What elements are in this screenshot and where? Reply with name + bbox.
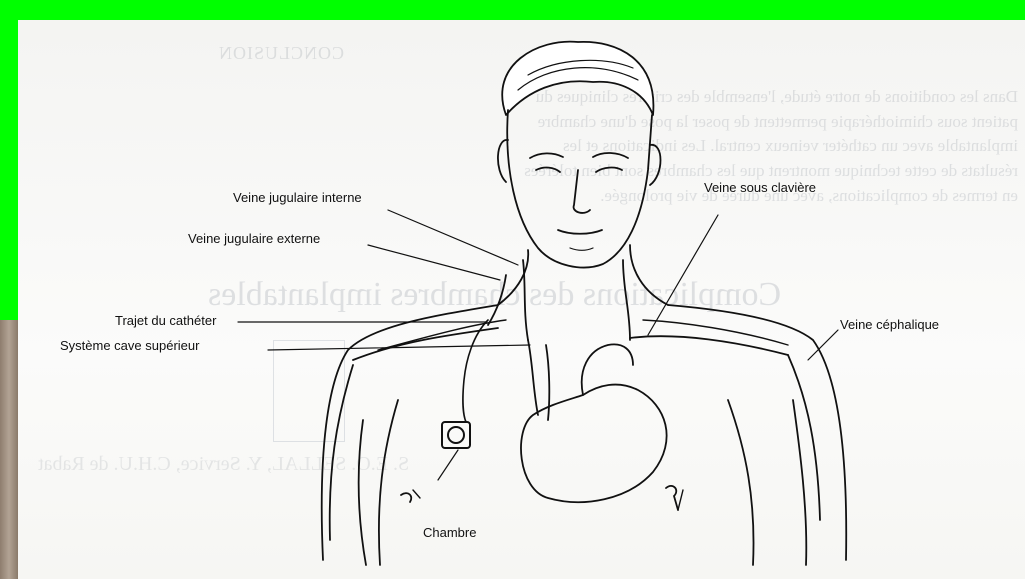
right-inner-arm bbox=[793, 400, 806, 565]
anatomy-diagram bbox=[18, 20, 1025, 579]
head-hair bbox=[502, 42, 653, 115]
left-torso bbox=[379, 400, 398, 565]
wood-texture-strip bbox=[0, 320, 18, 579]
catheter-path bbox=[463, 320, 488, 422]
scanned-page: CONCLUSION Dans les conditions de notre … bbox=[18, 20, 1025, 579]
neck-right bbox=[630, 245, 668, 305]
right-brow bbox=[593, 153, 628, 158]
chin-crease bbox=[570, 248, 593, 250]
left-brow bbox=[530, 153, 563, 158]
mouth bbox=[558, 230, 602, 234]
right-torso bbox=[728, 400, 754, 565]
right-jugular-vein bbox=[623, 260, 630, 340]
left-nipple bbox=[401, 493, 411, 502]
superior-vena-cava bbox=[528, 340, 538, 415]
port-chamber-inner bbox=[448, 427, 464, 443]
cephalic-vein-left bbox=[330, 365, 353, 540]
left-ear bbox=[498, 140, 508, 182]
leader-sous-claviere bbox=[648, 215, 718, 335]
right-ear bbox=[650, 145, 661, 185]
label-veine-jugulaire-interne: Veine jugulaire interne bbox=[233, 190, 362, 205]
right-nipple bbox=[666, 486, 678, 510]
face-outline bbox=[507, 110, 652, 267]
chamber-marks bbox=[413, 490, 683, 510]
aorta bbox=[582, 344, 633, 395]
left-inner-arm bbox=[359, 420, 366, 565]
label-veine-cephalique: Veine céphalique bbox=[840, 317, 939, 332]
nose bbox=[574, 170, 590, 213]
right-eye bbox=[596, 168, 622, 172]
heart bbox=[521, 385, 667, 503]
right-clavicle bbox=[643, 320, 788, 345]
label-trajet-du-catheter: Trajet du cathéter bbox=[115, 313, 216, 328]
leader-cephalique bbox=[808, 330, 838, 360]
leader-jugulaire-externe bbox=[368, 245, 500, 280]
right-shoulder-arm bbox=[668, 305, 846, 560]
label-veine-jugulaire-externe: Veine jugulaire externe bbox=[188, 231, 320, 246]
leader-jugulaire-interne bbox=[388, 210, 518, 265]
label-systeme-cave-superieur: Système cave supérieur bbox=[60, 338, 199, 353]
green-frame-top bbox=[0, 0, 1025, 20]
left-eye bbox=[536, 168, 560, 172]
label-chambre: Chambre bbox=[423, 525, 476, 540]
leader-chambre bbox=[438, 450, 458, 480]
label-veine-sous-claviere: Veine sous clavière bbox=[704, 180, 816, 195]
port-chamber bbox=[442, 422, 470, 448]
green-frame-left bbox=[0, 0, 20, 320]
